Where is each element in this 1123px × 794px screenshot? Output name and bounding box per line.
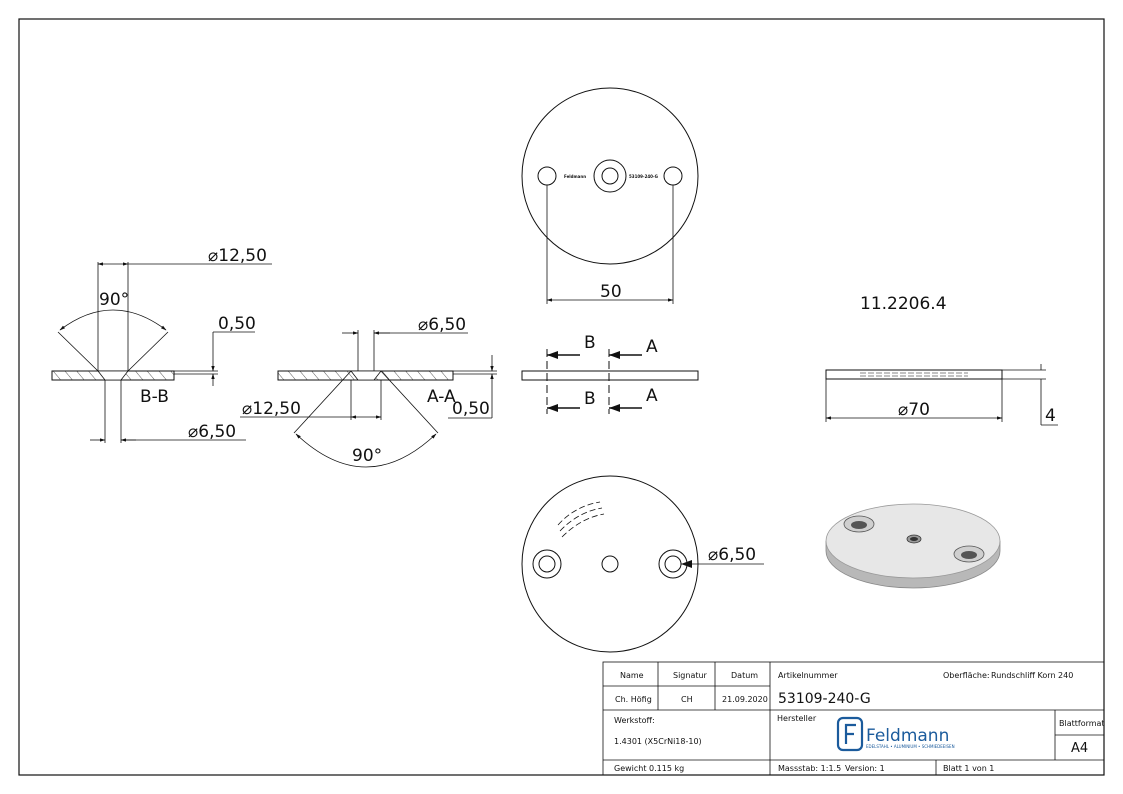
logo-text: Feldmann <box>866 726 949 746</box>
top-view-hole-spacing: 50 <box>600 282 622 302</box>
surface-value: Rundschliff Korn 240 <box>991 671 1073 680</box>
section-aa-label: A-A <box>427 387 456 407</box>
side-view-body <box>521 370 699 381</box>
bottom-view-hole-left-outer <box>532 549 562 579</box>
drawing-date: 21.09.2020 <box>722 695 768 704</box>
manufacturer-label: Hersteller <box>777 714 817 723</box>
article-label: Artikelnummer <box>778 671 838 680</box>
top-view-engraving-article: 53109-240-G <box>629 174 658 179</box>
top-view-hole-right <box>663 166 683 186</box>
sheet-frame <box>18 18 1105 776</box>
col-name-label: Name <box>620 671 644 680</box>
right-side-body <box>825 369 1003 380</box>
version: Version: 1 <box>845 764 885 773</box>
section-aa-counter-diameter: ⌀12,50 <box>242 399 301 419</box>
right-side-diameter: ⌀70 <box>898 400 930 420</box>
drafter-signature: CH <box>681 695 693 704</box>
top-view-engraving-brand: Feldmann <box>564 174 586 179</box>
bottom-view-center-hole <box>601 555 619 573</box>
cut-label-b-top: B <box>584 333 596 353</box>
top-view: Feldmann 53109-240-G 50 <box>521 87 699 304</box>
top-view-center-outer <box>593 159 627 193</box>
col-signature-label: Signatur <box>673 671 708 680</box>
section-bb-view: ⌀12,50 90° 0,50 ⌀6,50 B-B <box>51 246 272 443</box>
top-view-outline <box>521 87 699 265</box>
weight: Gewicht 0.115 kg <box>614 764 684 773</box>
article-number: 53109-240-G <box>778 691 871 707</box>
scale: Massstab: 1:1.5 <box>778 764 841 773</box>
bottom-view-hole-left-inner <box>538 555 556 573</box>
section-aa-depth: 0,50 <box>452 399 490 419</box>
section-aa-view: ⌀6,50 ⌀12,50 90° 0,50 A-A <box>240 315 497 468</box>
top-view-hole-left <box>537 166 557 186</box>
top-view-center-inner <box>601 167 619 185</box>
section-bb-label: B-B <box>140 387 169 407</box>
section-aa-angle: 90° <box>352 446 382 466</box>
material-value: 1.4301 (X5CrNi18-10) <box>614 737 702 746</box>
sheet-number: Blatt 1 von 1 <box>943 764 994 773</box>
sheet-format-value: A4 <box>1071 741 1088 756</box>
drafter-name: Ch. Höfig <box>615 695 652 704</box>
material-label: Werkstoff: <box>614 716 655 725</box>
feldmann-logo: Feldmann EDELSTAHL • ALUMINIUM • SCHMIED… <box>836 716 955 752</box>
section-bb-angle: 90° <box>99 290 129 310</box>
right-side-thickness: 4 <box>1045 406 1056 426</box>
cut-label-b-bottom: B <box>584 389 596 409</box>
section-bb-depth: 0,50 <box>218 314 256 334</box>
cut-label-a-bottom: A <box>646 386 658 406</box>
side-view: B A B A <box>521 333 699 414</box>
logo-tagline: EDELSTAHL • ALUMINIUM • SCHMIEDEEISEN <box>866 744 955 749</box>
section-bb-hole-diameter: ⌀6,50 <box>188 422 236 442</box>
section-bb-counter-diameter: ⌀12,50 <box>208 246 267 266</box>
bottom-view: ⌀6,50 <box>521 475 764 653</box>
col-date-label: Datum <box>731 671 758 680</box>
logo-mark-icon <box>836 716 864 752</box>
reference-number: 11.2206.4 <box>860 294 947 314</box>
section-aa-countersink <box>350 370 382 381</box>
isometric-view <box>825 503 1001 589</box>
title-block-text: Name Signatur Datum Ch. Höfig CH 21.09.2… <box>614 671 1105 773</box>
title-block <box>602 661 1105 776</box>
cut-label-a-top: A <box>646 337 658 357</box>
section-aa-hole-diameter: ⌀6,50 <box>418 315 466 335</box>
bottom-view-hole-diameter: ⌀6,50 <box>708 545 756 565</box>
bottom-view-outline <box>521 475 699 653</box>
sheet-format-label: Blattformat <box>1059 719 1105 728</box>
surface-label: Oberfläche: <box>943 671 990 680</box>
bottom-view-hole-right-inner <box>664 555 682 573</box>
right-side-view: 11.2206.4 ⌀70 4 <box>825 294 1058 426</box>
